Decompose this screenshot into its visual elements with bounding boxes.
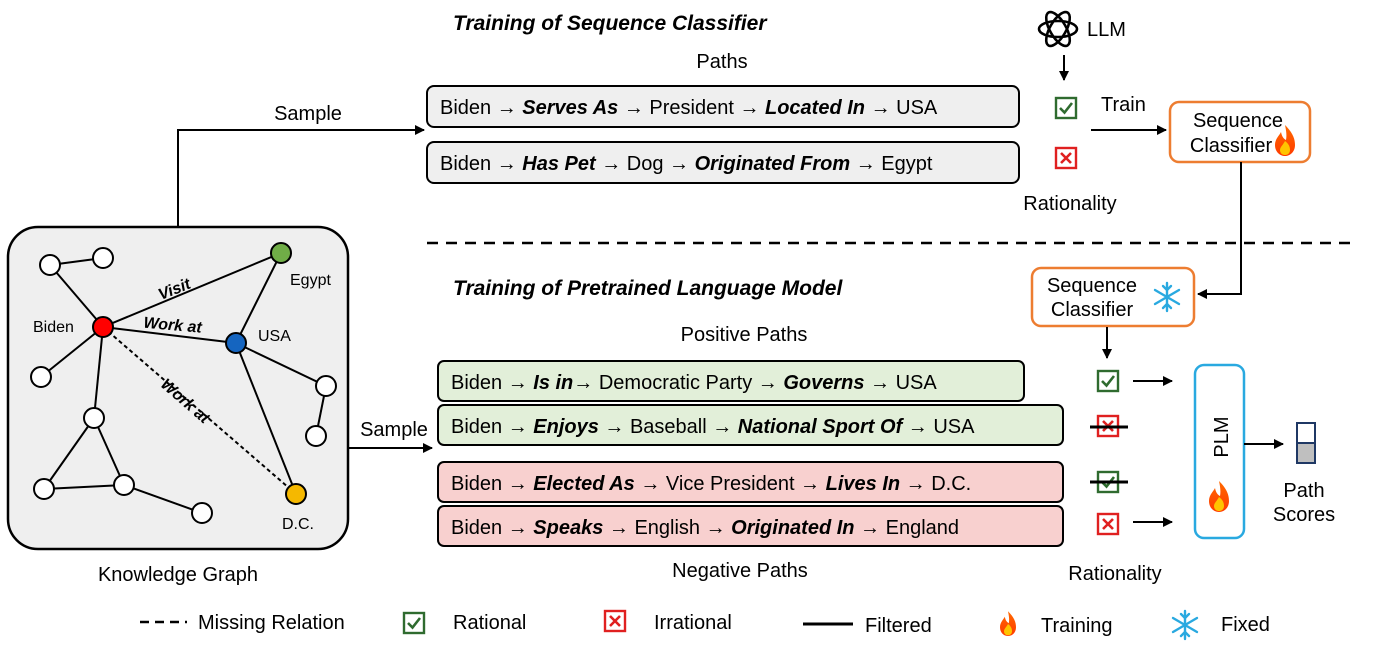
top-path-box-1 (426, 85, 1020, 128)
llm-label: LLM (1087, 19, 1126, 41)
seq-classifier-top-2: Classifier (1190, 135, 1273, 157)
edge-label-work-at-1: Work at (143, 315, 203, 337)
cross-icon (1054, 146, 1078, 170)
snowflake-icon (1153, 281, 1181, 313)
classifier-freeze-arrow (1197, 162, 1242, 299)
legend-fixed: Fixed (1221, 614, 1270, 636)
positive-path-2: Biden → Enjoys → Baseball → National Spo… (451, 416, 975, 438)
plm-box (1193, 363, 1246, 540)
legend-filtered: Filtered (865, 615, 932, 637)
node-dc (285, 483, 307, 505)
path-score-bar-icon (1296, 422, 1316, 464)
negative-path-box-2 (437, 505, 1064, 547)
legend-rational: Rational (453, 612, 526, 634)
flame-icon (1000, 611, 1016, 636)
title-top: Training of Sequence Classifier (453, 12, 768, 35)
node-label-biden: Biden (33, 319, 74, 336)
check-icon (402, 611, 426, 635)
check-icon (1054, 96, 1078, 120)
cross-icon (1096, 512, 1120, 536)
title-bottom: Training of Pretrained Language Model (453, 277, 843, 300)
train-label: Train (1101, 94, 1146, 116)
path-scores-label-2: Scores (1273, 504, 1335, 526)
node-usa (225, 332, 247, 354)
top-path-2: Biden → Has Pet → Dog → Originated From … (440, 153, 933, 175)
path-scores-label-1: Path (1283, 480, 1324, 502)
negative-path-1: Biden → Elected As → Vice President → Li… (451, 473, 971, 495)
positive-path-1: Biden → Is in→ Democratic Party → Govern… (451, 372, 937, 394)
top-path-box-2 (426, 141, 1020, 184)
rationality-bottom: Rationality (1068, 563, 1161, 585)
node-label-dc: D.C. (282, 516, 314, 533)
sample-arrow-top (177, 125, 425, 227)
node-biden (92, 316, 114, 338)
seq-classifier-top-1: Sequence (1193, 110, 1283, 132)
negative-paths-label: Negative Paths (672, 560, 808, 582)
positive-path-box-2 (437, 404, 1064, 446)
rationality-top: Rationality (1023, 193, 1116, 215)
legend-irrational: Irrational (654, 612, 732, 634)
positive-paths-label: Positive Paths (681, 324, 808, 346)
negative-path-box-1 (437, 461, 1064, 503)
paths-label: Paths (696, 51, 747, 73)
sample-label-bottom: Sample (360, 419, 428, 441)
flame-icon (1209, 481, 1229, 512)
seq-classifier-bottom-2: Classifier (1051, 299, 1134, 321)
legend-missing-relation: Missing Relation (198, 612, 345, 634)
node-label-egypt: Egypt (290, 272, 331, 289)
negative-path-2: Biden → Speaks → English → Originated In… (451, 517, 959, 539)
llm-logo-icon (1037, 10, 1079, 48)
snowflake-icon (1171, 609, 1199, 641)
graph-nodes (30, 242, 337, 524)
positive-path-box-1 (437, 360, 1025, 402)
plm-label: PLM (1211, 416, 1233, 457)
seg: Biden (440, 97, 491, 119)
top-path-1: Biden → Serves As → President → Located … (440, 97, 938, 119)
graph-edges (40, 252, 327, 514)
check-icon (1096, 369, 1120, 393)
cross-icon (603, 609, 627, 633)
node-label-usa: USA (258, 328, 291, 345)
sample-label-top: Sample (274, 103, 342, 125)
flame-icon (1275, 125, 1295, 156)
knowledge-graph-label: Knowledge Graph (98, 564, 258, 586)
legend-training: Training (1041, 615, 1113, 637)
seq-classifier-bottom-1: Sequence (1047, 275, 1137, 297)
node-egypt (270, 242, 292, 264)
sequence-classifier-fixed (1030, 266, 1196, 328)
